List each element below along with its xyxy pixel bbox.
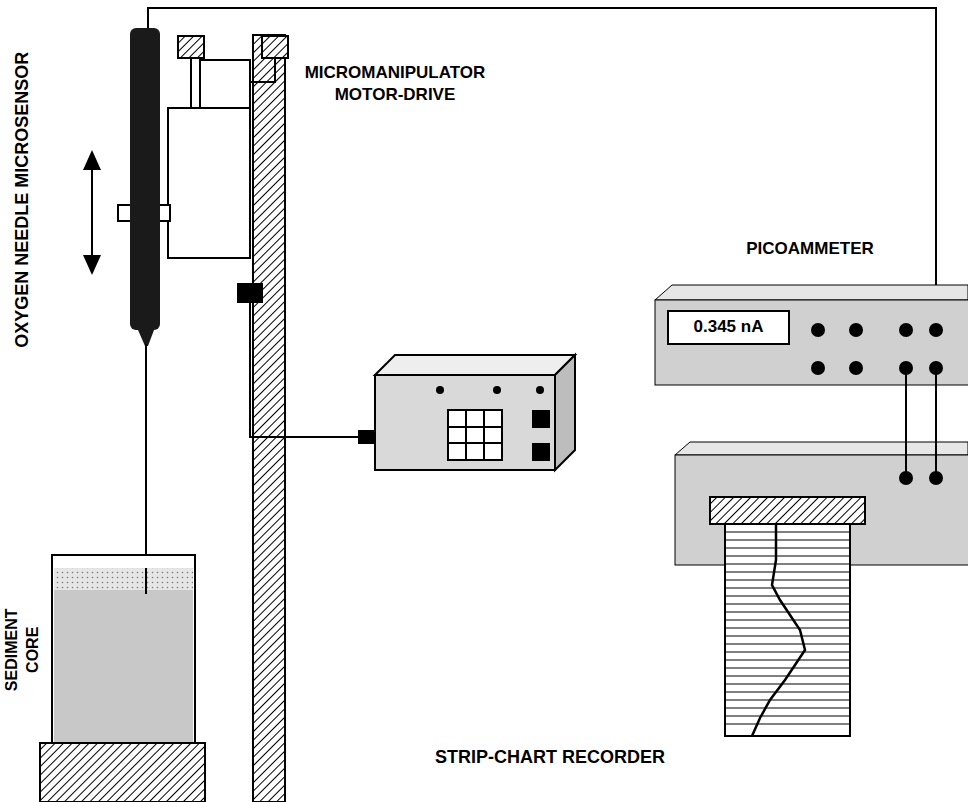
motor-drive-label-box: MICROMANIPULATOR MOTOR-DRIVE — [295, 62, 495, 106]
meter-display: 0.345 nA — [667, 310, 790, 345]
panel-heading: PICOAMMETER — [746, 238, 874, 260]
strip-chart-recorder — [675, 368, 968, 736]
core-label-box: SEDIMENT CORE — [2, 600, 44, 700]
support-post — [253, 35, 285, 802]
oxygen-microsensor — [130, 28, 160, 594]
movement-arrow — [83, 150, 101, 275]
recorder-label-box: STRIP-CHART RECORDER — [380, 746, 720, 769]
recorder-label: STRIP-CHART RECORDER — [433, 746, 667, 769]
sensor-label: OXYGEN NEEDLE MICROSENSOR — [11, 50, 34, 350]
sediment-core — [40, 555, 205, 802]
display-reading: 0.345 nA — [694, 316, 764, 338]
motor-drive-label: MICROMANIPULATOR MOTOR-DRIVE — [295, 62, 495, 106]
picoammeter-body — [655, 285, 968, 385]
core-label: SEDIMENT CORE — [2, 600, 44, 700]
motor-drive-box — [358, 355, 575, 470]
sensor-label-box: OXYGEN NEEDLE MICROSENSOR — [11, 20, 34, 380]
picoammeter-panel: PICOAMMETER 0.345 nA — [655, 238, 968, 385]
